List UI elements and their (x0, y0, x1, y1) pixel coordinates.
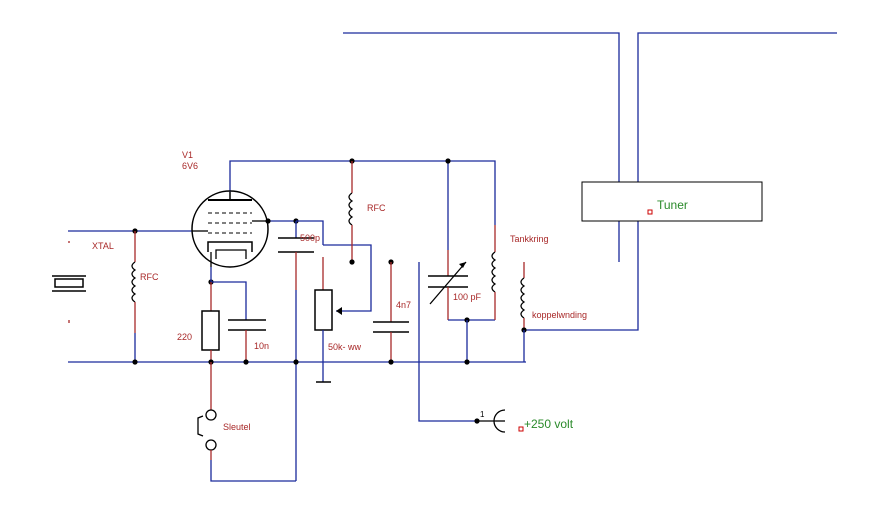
cap-500p-label: 500p (300, 233, 320, 243)
cap-4n7-label: 4n7 (396, 300, 411, 310)
rfc-plate-label: RFC (367, 203, 386, 213)
cathode-circuit (208, 267, 247, 320)
tuner-box[interactable]: Tuner (581, 181, 763, 222)
plate-rfc[interactable]: RFC (348, 161, 386, 265)
resistor-220[interactable]: 220 (177, 310, 220, 365)
variable-capacitor-100pf[interactable]: 100 pF (428, 250, 495, 365)
tube-type-label: 6V6 (182, 161, 198, 171)
capacitor-500p[interactable]: 500p (278, 233, 320, 481)
tube-ref-label: V1 (182, 150, 193, 160)
supply-pin-label: 1 (480, 410, 485, 419)
pot-label: 50k- ww (328, 342, 362, 352)
potentiometer-50k[interactable]: 50k- ww (314, 244, 372, 383)
grid-rfc[interactable]: RFC (131, 231, 159, 365)
grid-wire (68, 228, 192, 234)
xtal-label: XTAL (92, 241, 114, 251)
supply-label: +250 volt (524, 417, 574, 431)
capacitor-10n[interactable]: 10n (228, 319, 269, 365)
coupling-coil-label: koppelwnding (532, 310, 587, 320)
crystal[interactable]: XTAL (52, 241, 114, 323)
tube-v1[interactable]: V1 6V6 (182, 150, 269, 268)
key-label: Sleutel (223, 422, 251, 432)
res-220-label: 220 (177, 332, 192, 342)
tank-coil[interactable]: Tankkring (491, 225, 549, 320)
coupling-coil[interactable]: koppelwnding (520, 262, 587, 362)
capacitor-4n7[interactable]: 4n7 (373, 259, 411, 365)
rfc-grid-label: RFC (140, 272, 159, 282)
cap-100pf-label: 100 pF (453, 292, 482, 302)
plate-rail (229, 158, 496, 250)
morse-key[interactable]: Sleutel (197, 362, 296, 482)
screen-wire (265, 218, 324, 245)
tuner-label: Tuner (657, 198, 688, 212)
cap-10n-label: 10n (254, 341, 269, 351)
tank-coil-label: Tankkring (510, 234, 549, 244)
supply-connector[interactable]: 1 +250 volt (418, 262, 574, 433)
